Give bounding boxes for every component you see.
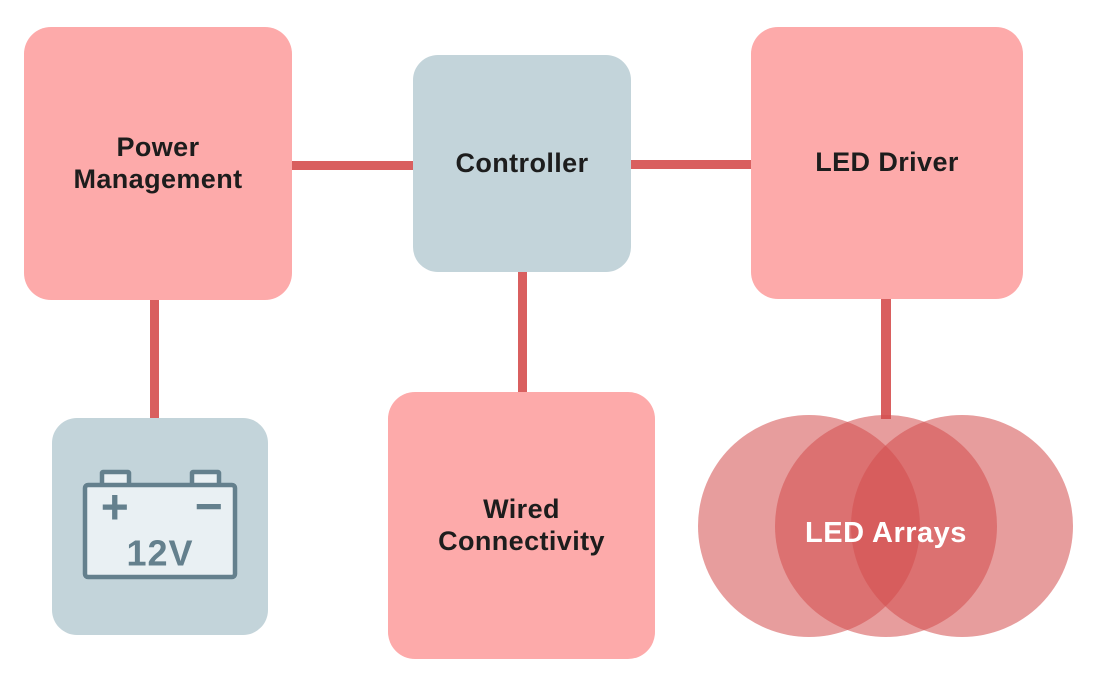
node-wired-connectivity: Wired Connectivity (388, 392, 655, 659)
node-led-driver-label: LED Driver (815, 147, 959, 178)
node-power-management-label: Power Management (73, 131, 243, 194)
battery-body (82, 482, 238, 580)
edge-power-to-battery (150, 298, 159, 420)
node-controller-label: Controller (455, 147, 589, 178)
edge-controller-to-wired (518, 270, 527, 394)
node-power-management: Power Management (24, 27, 292, 300)
battery-plus-icon: + (101, 482, 129, 535)
node-led-arrays-label: LED Arrays (805, 517, 967, 549)
node-led-driver: LED Driver (751, 27, 1023, 299)
node-controller: Controller (413, 55, 631, 272)
edge-power-to-controller (290, 161, 415, 170)
battery-voltage-label: 12V (126, 533, 193, 574)
led-array-circle-right (851, 415, 1073, 637)
battery-minus-icon: − (195, 481, 223, 534)
node-wired-connectivity-label: Wired Connectivity (438, 493, 605, 556)
battery-icon: + − 12V (82, 469, 238, 580)
node-battery: + − 12V (52, 418, 268, 635)
edge-controller-to-led-driver (629, 160, 753, 169)
edge-led-driver-to-arrays (881, 297, 891, 419)
